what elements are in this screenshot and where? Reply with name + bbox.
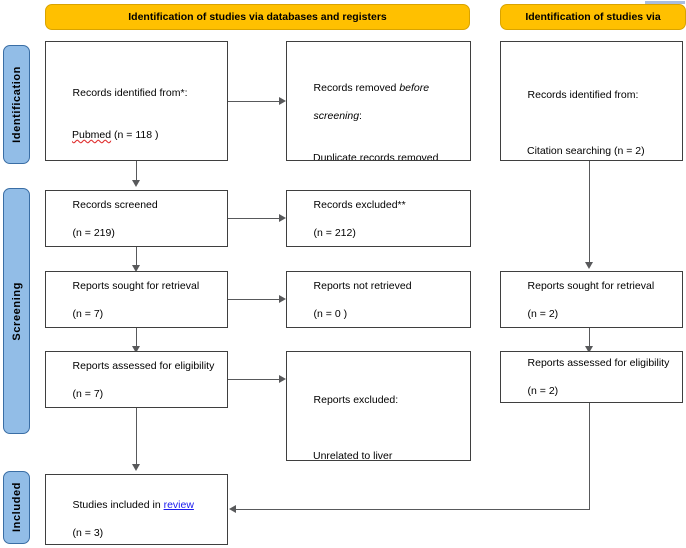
records-screened-label: Records screened <box>72 198 158 211</box>
review-link[interactable]: review <box>163 499 194 511</box>
connector-assessed-to-included <box>136 408 138 466</box>
banner-other-label: Identification of studies via <box>525 11 661 23</box>
stage-bar-included: Included <box>3 471 30 544</box>
connector-identified-to-screened <box>136 161 138 182</box>
reports-assessed-count: (n = 7) <box>72 387 104 400</box>
box-records-removed: Records removed before screening: Duplic… <box>286 41 471 161</box>
box-other-reports-sought: Reports sought for retrieval (n = 2) <box>500 271 683 328</box>
connector-other-sought-to-assessed <box>589 328 591 348</box>
banner-databases-registers: Identification of studies via databases … <box>45 4 470 30</box>
other-identified-line1: Records identified from: <box>527 89 639 101</box>
connector-identified-to-removed <box>228 101 279 103</box>
records-screened-count: (n = 219) <box>72 226 115 239</box>
other-sought-count: (n = 2) <box>527 307 559 320</box>
records-removed-line1: Records removed <box>313 82 400 94</box>
reports-sought-label: Reports sought for retrieval <box>72 279 200 292</box>
box-reports-sought: Reports sought for retrieval (n = 7) <box>45 271 228 328</box>
arrowhead-assessed-to-included <box>132 464 140 471</box>
stage-bar-screening: Screening <box>3 188 30 434</box>
box-studies-included: Studies included in review (n = 3) Repor… <box>45 474 228 545</box>
other-sought-label: Reports sought for retrieval <box>527 279 655 292</box>
box-records-screened: Records screened (n = 219) <box>45 190 228 247</box>
connector-other-assessed-down <box>589 403 591 510</box>
arrowhead-identified-to-screened <box>132 180 140 187</box>
reports-excluded-reason: Unrelated to liver transplantation. <box>313 450 393 461</box>
reports-not-retrieved-count: (n = 0 ) <box>313 307 348 320</box>
records-identified-source1-count: (n = 118 ) <box>114 129 159 141</box>
arrowhead-assessed-to-excluded <box>279 375 286 383</box>
box-reports-not-retrieved: Reports not retrieved (n = 0 ) <box>286 271 471 328</box>
records-excluded-count: (n = 212) <box>313 226 356 239</box>
other-identified-line2: Citation searching (n = 2) <box>527 145 645 157</box>
box-other-records-identified: Records identified from: Citation search… <box>500 41 683 161</box>
records-identified-line1: Records identified from*: <box>72 87 188 99</box>
connector-screened-to-excluded <box>228 218 279 220</box>
box-reports-excluded: Reports excluded: Unrelated to liver tra… <box>286 351 471 461</box>
studies-included-count1: (n = 3) <box>72 527 104 539</box>
reports-not-retrieved-label: Reports not retrieved <box>313 279 412 292</box>
other-assessed-count: (n = 2) <box>527 385 559 397</box>
arrowhead-other-sought-to-assessed <box>585 346 593 353</box>
connector-sought-to-not-retrieved <box>228 299 279 301</box>
box-records-excluded: Records excluded** (n = 212) <box>286 190 471 247</box>
records-removed-screening: screening <box>313 110 360 122</box>
box-reports-assessed: Reports assessed for eligibility (n = 7) <box>45 351 228 408</box>
arrowhead-sought-to-not-retrieved <box>279 295 286 303</box>
other-assessed-label: Reports assessed for eligibility <box>527 357 670 369</box>
records-excluded-label: Records excluded** <box>313 198 406 211</box>
arrowhead-sought-to-assessed <box>132 346 140 353</box>
arrowhead-other-identified-to-sought <box>585 262 593 269</box>
box-other-reports-assessed: Reports assessed for eligibility (n = 2) <box>500 351 683 403</box>
reports-excluded-label: Reports excluded: <box>313 394 399 406</box>
banner-other-methods: Identification of studies via <box>500 4 686 30</box>
connector-sought-to-assessed <box>136 328 138 348</box>
connector-other-identified-to-sought <box>589 161 591 264</box>
records-removed-before: before <box>399 82 430 94</box>
banner-databases-label: Identification of studies via databases … <box>128 11 387 23</box>
connector-assessed-to-excluded <box>228 379 279 381</box>
arrowhead-other-assessed-to-included <box>229 505 236 513</box>
stage-label-screening: Screening <box>10 281 23 341</box>
stage-bar-identification: Identification <box>3 45 30 164</box>
top-edge-artifact <box>645 1 685 4</box>
stage-label-identification: Identification <box>10 66 23 143</box>
arrowhead-screened-to-excluded <box>279 214 286 222</box>
stage-label-included: Included <box>10 482 23 533</box>
reports-sought-count: (n = 7) <box>72 307 104 320</box>
studies-included-line1: Studies included in <box>72 499 164 511</box>
connector-screened-to-sought <box>136 247 138 267</box>
arrowhead-screened-to-sought <box>132 265 140 272</box>
records-identified-source1: Pubmed <box>72 129 112 141</box>
arrowhead-identified-to-removed <box>279 97 286 105</box>
box-records-identified: Records identified from*: Pubmed (n = 11… <box>45 41 228 161</box>
connector-other-assessed-left <box>236 509 590 511</box>
records-removed-duplicates: Duplicate records removed <box>313 152 439 161</box>
records-removed-colon: : <box>359 110 362 122</box>
reports-assessed-label: Reports assessed for eligibility <box>72 359 215 372</box>
